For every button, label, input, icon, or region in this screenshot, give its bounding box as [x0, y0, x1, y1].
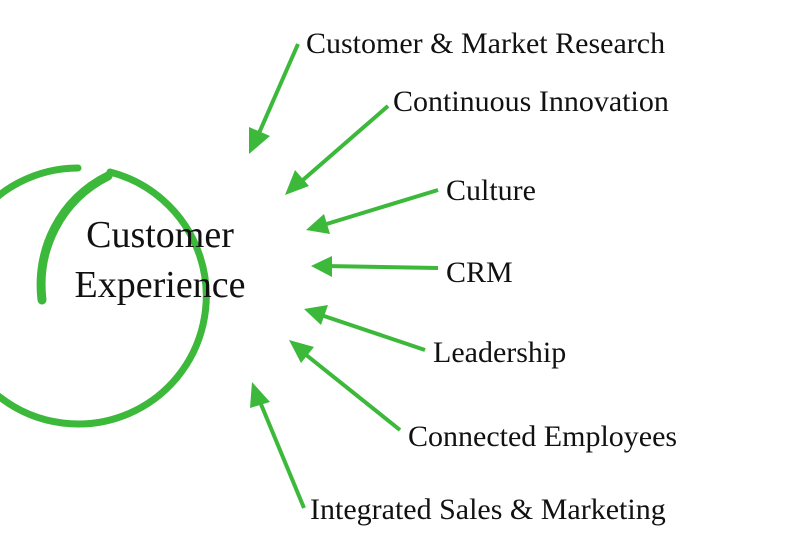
- arrow-leadership: [304, 305, 426, 352]
- arrow-integrated-sales-marketing: [250, 382, 306, 509]
- arrow-culture: [306, 188, 439, 234]
- factor-label-culture: Culture: [446, 174, 536, 207]
- factor-label-leadership: Leadership: [433, 336, 567, 369]
- factor-label-continuous-innovation: Continuous Innovation: [393, 85, 669, 118]
- factor-label-integrated-sales-marketing: Integrated Sales & Marketing: [310, 493, 666, 526]
- factor-label-connected-employees: Connected Employees: [408, 420, 678, 453]
- factor-label-crm: CRM: [446, 256, 513, 289]
- center-circle-brush-tail: [36, 171, 113, 305]
- center-label-line2: Experience: [74, 264, 246, 306]
- arrow-customer-market-research: [249, 43, 300, 154]
- center-label: Customer Experience: [40, 210, 280, 310]
- center-circle-ring: [0, 164, 210, 428]
- arrow-continuous-innovation: [285, 104, 390, 195]
- arrow-connected-employees: [289, 340, 402, 432]
- arrow-crm: [311, 256, 439, 277]
- factor-label-customer-market-research: Customer & Market Research: [306, 27, 666, 60]
- center-label-line1: Customer: [86, 214, 234, 256]
